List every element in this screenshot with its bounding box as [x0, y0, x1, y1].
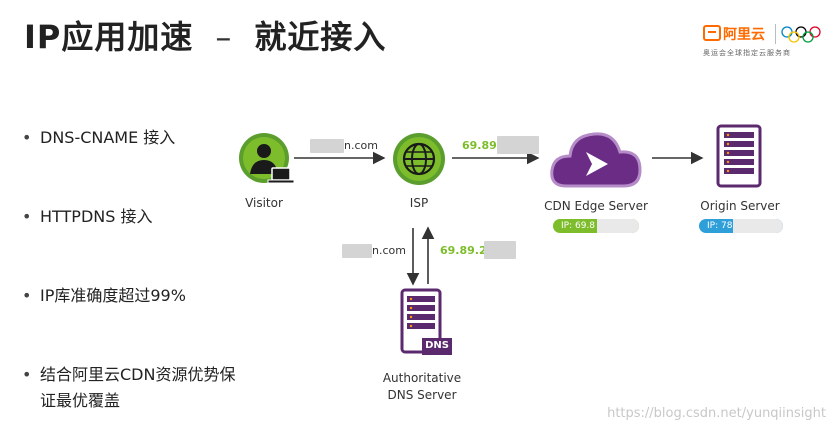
dns-server-icon: [400, 288, 452, 355]
watermark: https://blog.csdn.net/yunqiinsight: [607, 406, 826, 421]
cdn-label: CDN Edge Server: [544, 199, 648, 213]
redacted-ip: [597, 219, 639, 233]
list-item: •IP库准确度超过99%: [22, 283, 240, 309]
edge-label-dns-isp: 69.89.2: [440, 244, 487, 257]
dns-label-line1: Authoritative: [382, 371, 462, 385]
bullet-text: IP库准确度超过99%: [40, 286, 186, 305]
redacted-ip: [484, 241, 516, 259]
cdn-ip-text: IP: 69.8: [561, 221, 596, 231]
cdn-ip-badge: IP: 69.8: [553, 219, 639, 233]
logo-tagline: 奥运会全球指定云服务商: [703, 49, 791, 57]
edge-label-isp-dns: n.com: [372, 244, 406, 257]
bullet-text: 结合阿里云CDN资源优势保证最优覆盖: [40, 365, 236, 410]
isp-label: ISP: [409, 196, 429, 210]
visitor-icon: [239, 133, 295, 184]
list-item: •HTTPDNS 接入: [22, 204, 240, 230]
redacted-domain: [342, 244, 372, 258]
list-item: •结合阿里云CDN资源优势保证最优覆盖: [22, 362, 240, 414]
origin-label: Origin Server: [700, 199, 780, 213]
visitor-label: Visitor: [245, 196, 283, 210]
title-dash: –: [215, 18, 233, 56]
page-title: IP应用加速–就近接入: [24, 12, 386, 58]
logo-brand: 阿里云: [703, 24, 765, 44]
redacted-ip: [733, 219, 783, 233]
edge-label-isp-cdn: 69.89.: [462, 139, 501, 152]
isp-globe-icon: [393, 133, 445, 185]
logo-brand-text: 阿里云: [723, 27, 765, 43]
logo-divider: [775, 24, 776, 44]
dns-badge: DNS: [425, 340, 449, 351]
bullet-text: DNS-CNAME 接入: [40, 128, 176, 147]
edge-label-visitor-isp: n.com: [344, 139, 378, 152]
redacted-domain: [310, 139, 344, 153]
redacted-ip: [497, 136, 539, 154]
title-sub: 就近接入: [254, 18, 387, 56]
title-main: IP应用加速: [24, 18, 194, 56]
aliyun-bracket-icon: [703, 25, 721, 41]
bullet-text: HTTPDNS 接入: [40, 207, 153, 226]
list-item: •DNS-CNAME 接入: [22, 125, 240, 151]
dns-label-line2: DNS Server: [387, 388, 457, 402]
origin-ip-badge: IP: 78.: [699, 219, 783, 233]
cdn-cloud-icon: [550, 132, 642, 188]
olympic-rings-icon: [781, 26, 821, 43]
origin-ip-text: IP: 78.: [707, 221, 736, 231]
aliyun-logo: 阿里云 奥运会全球指定云服务商: [703, 24, 823, 68]
origin-server-icon: [716, 124, 762, 188]
